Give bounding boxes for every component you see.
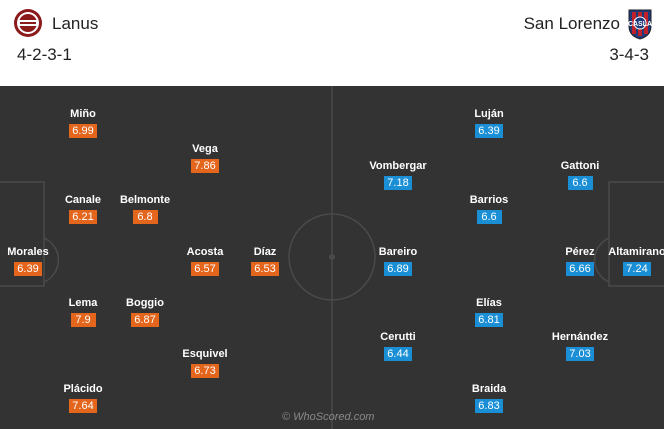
player-rating: 7.24 bbox=[623, 262, 651, 276]
home-player-belmonte[interactable]: Belmonte 6.8 bbox=[90, 194, 200, 225]
player-rating: 7.86 bbox=[191, 159, 219, 173]
player-name: Hernández bbox=[551, 331, 609, 343]
player-name: Altamirano bbox=[608, 246, 664, 258]
player-name: Elías bbox=[476, 297, 502, 309]
player-name: Canale bbox=[64, 194, 102, 206]
away-player-elias[interactable]: Elías 6.81 bbox=[434, 297, 544, 328]
home-player-lema[interactable]: Lema 7.9 bbox=[28, 297, 138, 328]
home-player-diaz[interactable]: Díaz 6.53 bbox=[210, 246, 320, 277]
san-lorenzo-crest-icon: CASLA bbox=[628, 9, 652, 40]
player-name: Pérez bbox=[565, 246, 595, 258]
player-rating: 6.66 bbox=[566, 262, 594, 276]
player-name: Díaz bbox=[253, 246, 277, 258]
player-rating: 6.53 bbox=[251, 262, 279, 276]
home-player-placido[interactable]: Plácido 7.64 bbox=[28, 383, 138, 414]
player-rating: 7.03 bbox=[566, 347, 594, 361]
pitch-markings bbox=[0, 86, 664, 429]
player-name: Vombergar bbox=[369, 160, 427, 172]
player-rating: 6.57 bbox=[191, 262, 219, 276]
home-player-boggio[interactable]: Boggio 6.87 bbox=[90, 297, 200, 328]
home-team-name[interactable]: Lanus bbox=[52, 14, 99, 33]
player-rating: 6.6 bbox=[476, 210, 502, 224]
home-player-morales[interactable]: Morales 6.39 bbox=[0, 246, 83, 277]
home-player-canale[interactable]: Canale 6.21 bbox=[28, 194, 138, 225]
player-rating: 6.39 bbox=[14, 262, 42, 276]
player-name: Morales bbox=[7, 246, 49, 258]
player-name: Plácido bbox=[63, 383, 103, 395]
away-player-vombergar[interactable]: Vombergar 7.18 bbox=[343, 160, 453, 191]
player-name: Luján bbox=[474, 108, 504, 120]
away-player-bareiro[interactable]: Bareiro 6.89 bbox=[343, 246, 453, 277]
player-name: Miño bbox=[70, 108, 96, 120]
away-player-hernandez[interactable]: Hernández 7.03 bbox=[525, 331, 635, 362]
player-name: Bareiro bbox=[378, 246, 418, 258]
player-name: Vega bbox=[192, 143, 218, 155]
player-rating: 7.9 bbox=[70, 313, 96, 327]
home-player-acosta[interactable]: Acosta 6.57 bbox=[150, 246, 260, 277]
home-player-vega[interactable]: Vega 7.86 bbox=[150, 143, 260, 174]
away-player-lujan[interactable]: Luján 6.39 bbox=[434, 108, 544, 139]
player-rating: 6.44 bbox=[384, 347, 412, 361]
away-team-name[interactable]: San Lorenzo bbox=[523, 14, 620, 33]
home-formation: 4-2-3-1 bbox=[17, 45, 72, 64]
lanus-crest-icon bbox=[14, 9, 42, 37]
player-name: Boggio bbox=[126, 297, 164, 309]
player-rating: 6.73 bbox=[191, 364, 219, 378]
player-rating: 6.83 bbox=[475, 399, 503, 413]
player-rating: 7.18 bbox=[384, 176, 412, 190]
whoscored-watermark: © WhoScored.com bbox=[282, 411, 375, 423]
player-name: Braida bbox=[471, 383, 507, 395]
player-name: Barrios bbox=[469, 194, 509, 206]
away-player-braida[interactable]: Braida 6.83 bbox=[434, 383, 544, 414]
home-player-esquivel[interactable]: Esquivel 6.73 bbox=[150, 348, 260, 379]
away-player-cerutti[interactable]: Cerutti 6.44 bbox=[343, 331, 453, 362]
player-rating: 6.87 bbox=[131, 313, 159, 327]
player-name: Belmonte bbox=[119, 194, 171, 206]
home-player-mino[interactable]: Miño 6.99 bbox=[28, 108, 138, 139]
player-rating: 6.89 bbox=[384, 262, 412, 276]
player-name: Lema bbox=[68, 297, 98, 309]
player-name: Gattoni bbox=[560, 160, 600, 172]
away-formation: 3-4-3 bbox=[609, 45, 649, 64]
player-rating: 6.6 bbox=[567, 176, 593, 190]
player-rating: 6.21 bbox=[69, 210, 97, 224]
player-rating: 6.99 bbox=[69, 124, 97, 138]
player-name: Acosta bbox=[186, 246, 224, 258]
away-player-gattoni[interactable]: Gattoni 6.6 bbox=[525, 160, 635, 191]
away-player-altamirano[interactable]: Altamirano 7.24 bbox=[582, 246, 664, 277]
player-rating: 6.81 bbox=[475, 313, 503, 327]
player-rating: 6.8 bbox=[132, 210, 158, 224]
svg-text:CASLA: CASLA bbox=[628, 21, 652, 28]
match-header: Lanus 4-2-3-1 San Lorenzo CASLA 3-4-3 bbox=[0, 0, 664, 86]
away-player-perez[interactable]: Pérez 6.66 bbox=[525, 246, 635, 277]
player-rating: 7.64 bbox=[69, 399, 97, 413]
pitch: Miño 6.99 Vega 7.86 Canale 6.21 Belmonte… bbox=[0, 86, 664, 429]
player-name: Cerutti bbox=[380, 331, 416, 343]
away-player-barrios[interactable]: Barrios 6.6 bbox=[434, 194, 544, 225]
player-name: Esquivel bbox=[182, 348, 228, 360]
player-rating: 6.39 bbox=[475, 124, 503, 138]
